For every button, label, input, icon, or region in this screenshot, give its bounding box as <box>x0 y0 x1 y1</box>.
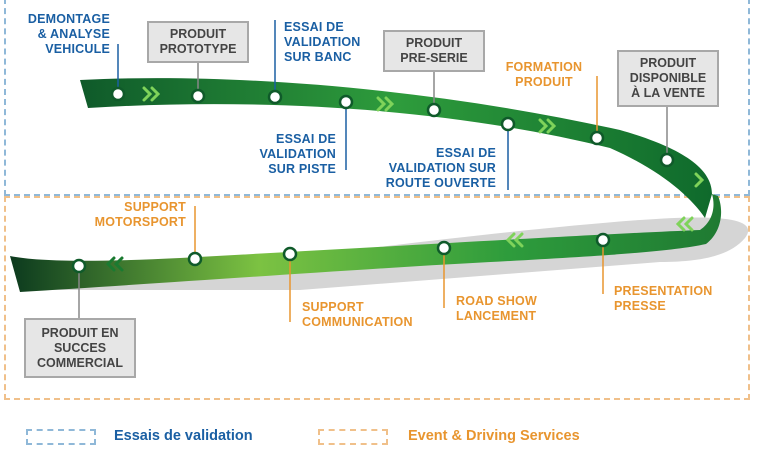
milestone-dot <box>426 102 442 118</box>
milestone-dot <box>71 258 87 274</box>
milestone-dot <box>338 94 354 110</box>
track-bottom <box>10 194 722 292</box>
legend-validation-label: Essais de validation <box>114 428 253 444</box>
milestone-dot <box>500 116 516 132</box>
milestone-dot <box>595 232 611 248</box>
chevron-left-icon <box>105 256 124 272</box>
events-zone <box>4 196 750 400</box>
chevron-right-icon <box>376 96 395 112</box>
milestone-dot <box>190 88 206 104</box>
milestone-dot <box>187 251 203 267</box>
legend-events-swatch <box>318 429 388 445</box>
chevron-right-icon <box>538 118 557 134</box>
milestone-dot <box>110 86 126 102</box>
milestone-dot <box>282 246 298 262</box>
milestone-dot <box>659 152 675 168</box>
legend-validation-swatch <box>26 429 96 445</box>
milestone-dot <box>436 240 452 256</box>
chevron-left-icon <box>675 216 694 232</box>
legend-events-label: Event & Driving Services <box>408 428 580 444</box>
milestone-dot <box>267 89 283 105</box>
chevron-right-icon <box>142 86 161 102</box>
chevron-left-icon <box>505 232 524 248</box>
chevron-right-icon <box>694 172 705 188</box>
validation-zone <box>4 0 750 196</box>
track-top <box>80 78 712 219</box>
milestone-dot <box>589 130 605 146</box>
